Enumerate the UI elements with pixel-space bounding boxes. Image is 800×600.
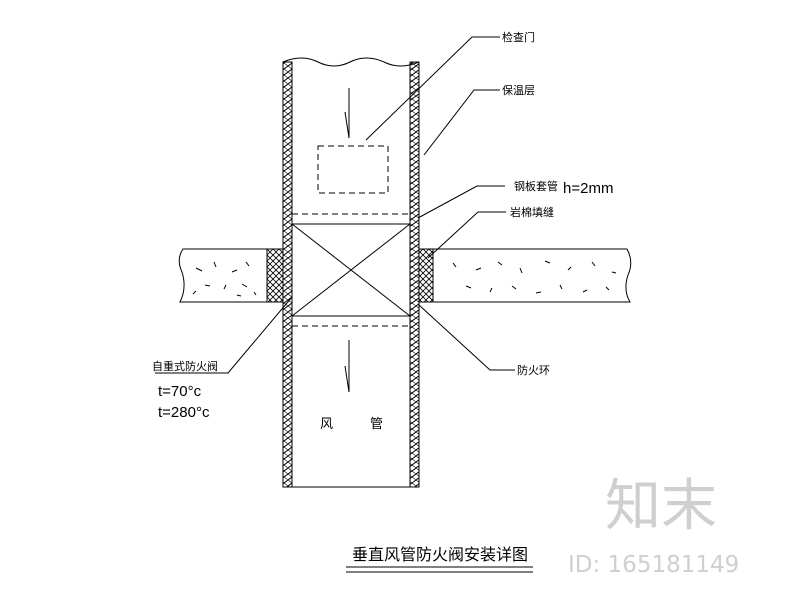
label-insulation: 保温层 <box>502 83 535 97</box>
inspection-door <box>317 145 389 194</box>
label-rock-wool: 岩棉填缝 <box>510 205 554 219</box>
airflow-arrow-upper <box>344 88 350 139</box>
leader-inspection-door <box>365 36 500 141</box>
duct-label-char-2: 管 <box>370 417 383 432</box>
label-temp-1: t=70°c <box>158 383 202 400</box>
leader-rock-wool <box>427 211 506 259</box>
duct-wall-left <box>282 61 293 488</box>
rock-wool-fill-left <box>266 248 284 303</box>
label-steel-sleeve: 钢板套管 <box>514 179 558 193</box>
floor-slab-left <box>178 248 267 303</box>
leader-insulation <box>423 89 500 156</box>
leader-lines <box>155 36 515 374</box>
label-fire-damper: 自重式防火阀 <box>152 359 218 373</box>
concrete-texture-right <box>452 260 617 294</box>
rock-wool-fill-right <box>418 248 434 303</box>
diagram-title: 垂直风管防火阀安装详图 <box>352 545 528 564</box>
leader-fire-ring <box>418 304 515 371</box>
label-sleeve-spec: h=2mm <box>563 180 613 197</box>
airflow-arrow-lower <box>344 340 350 393</box>
fire-damper <box>291 223 411 317</box>
duct-label-char-1: 风 <box>320 417 333 432</box>
label-inspection-door: 检查门 <box>502 30 535 44</box>
leader-fire-damper <box>155 296 293 374</box>
watermark-id: ID: 165181149 <box>568 552 739 578</box>
label-temp-2: t=280°c <box>158 404 210 421</box>
watermark-brand: 知末 <box>605 474 717 539</box>
duct-wall-right <box>409 61 420 488</box>
concrete-texture-left <box>192 261 257 297</box>
label-fire-ring: 防火环 <box>517 363 550 377</box>
leader-steel-sleeve <box>417 185 505 219</box>
duct-break-line <box>282 57 420 67</box>
floor-slab-right <box>433 248 632 303</box>
